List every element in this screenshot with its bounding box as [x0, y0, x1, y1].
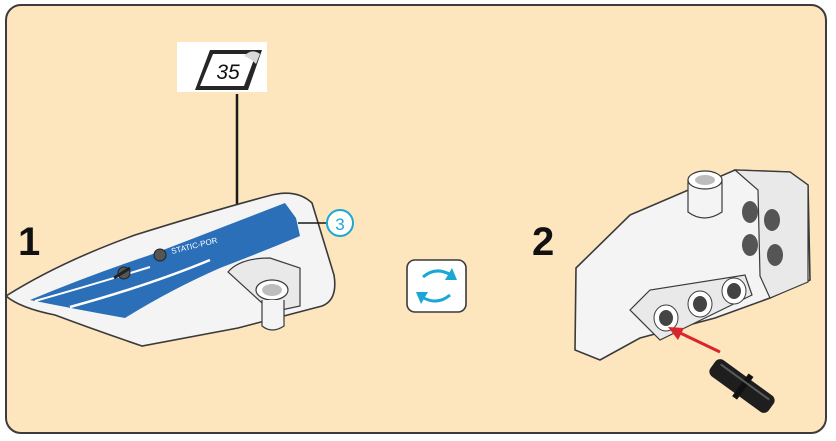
beam-hole-1-inner	[659, 310, 673, 326]
beam-hole-2-inner	[693, 296, 707, 312]
panel-connector-axle	[262, 300, 284, 330]
rotate-icon-frame	[407, 260, 466, 312]
quantity-number: 3	[335, 215, 344, 234]
panel-top-connector-hole-inner	[695, 175, 715, 185]
sticker-number: 35	[216, 61, 240, 84]
panel-frame-hole-4	[767, 244, 783, 266]
insert-arrow	[676, 331, 720, 352]
beam-hole-3-inner	[727, 283, 741, 299]
panel-pin-hole	[154, 249, 166, 261]
black-pin	[705, 354, 780, 419]
panel-frame-hole-2	[764, 209, 780, 231]
panel-connector-hole-inner	[262, 284, 282, 296]
part-panel-step1: STATIC-POR	[6, 193, 335, 346]
rotate-icon	[407, 260, 466, 312]
part-panel-step2	[575, 170, 810, 418]
panel-frame-hole	[742, 201, 758, 223]
panel-frame-hole-3	[742, 234, 758, 256]
